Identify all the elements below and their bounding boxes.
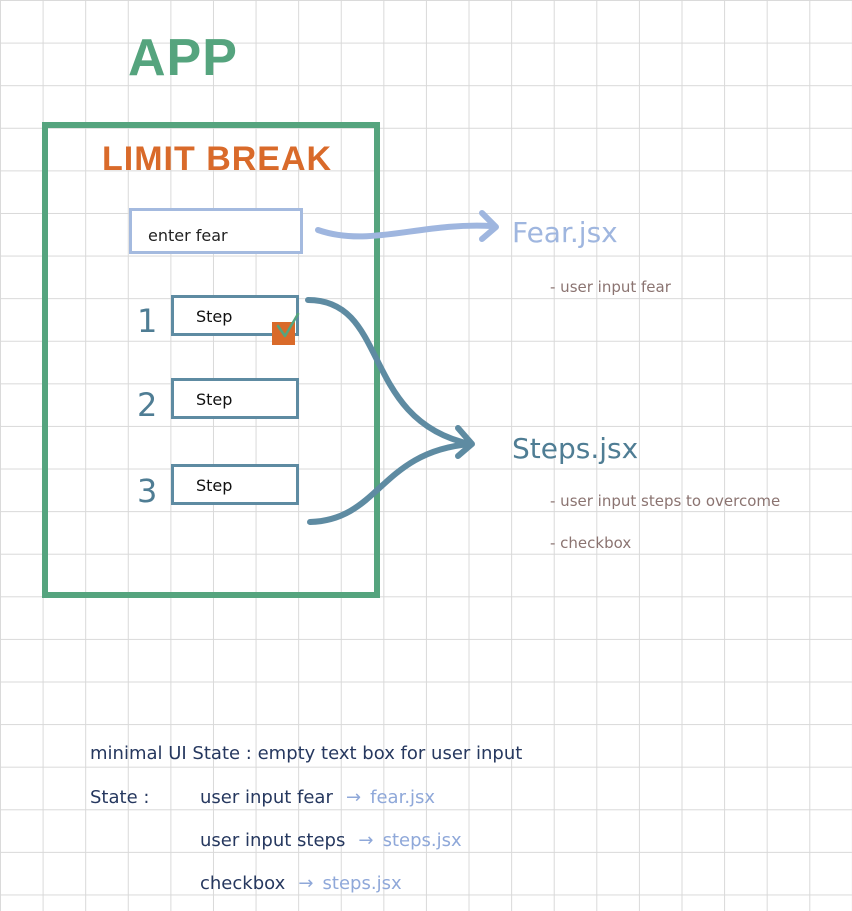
fear-input-placeholder: enter fear — [148, 226, 228, 245]
steps-component-name: Steps.jsx — [512, 432, 639, 465]
state-line-3-arrow: → — [298, 873, 314, 894]
app-label: APP — [128, 29, 238, 87]
state-line-2: user input steps → steps.jsx — [200, 830, 462, 851]
steps-arrow-lower — [307, 441, 473, 525]
state-line-3: checkbox → steps.jsx — [200, 873, 402, 894]
step-label-3: Step — [196, 476, 233, 495]
step-number-2: 2 — [137, 386, 158, 424]
state-line-1-target: fear.jsx — [370, 787, 436, 808]
minimal-ui-state: minimal UI State : empty text box for us… — [90, 743, 523, 764]
fear-note-1: - user input fear — [550, 278, 671, 296]
step-input-3[interactable]: Step — [171, 464, 299, 505]
step-number-1: 1 — [137, 302, 158, 340]
step-label-1: Step — [196, 307, 233, 326]
state-line-3-target: steps.jsx — [322, 873, 402, 894]
step-input-2[interactable]: Step — [171, 378, 299, 419]
state-line-2-text: user input steps — [200, 830, 346, 851]
fear-component-name: Fear.jsx — [512, 216, 618, 249]
fear-arrowhead — [479, 210, 499, 242]
state-line-1-arrow: → — [345, 787, 362, 808]
state-label: State : — [90, 787, 150, 808]
fear-input[interactable]: enter fear — [129, 208, 303, 254]
fear-arrow — [315, 222, 495, 240]
steps-arrowhead — [455, 425, 475, 459]
state-line-2-arrow: → — [358, 830, 374, 851]
steps-arrow-upper — [305, 297, 473, 447]
steps-note-1: - user input steps to overcome — [550, 492, 781, 510]
app-title: LIMIT BREAK — [102, 140, 333, 178]
check-icon — [276, 312, 300, 338]
state-line-3-text: checkbox — [200, 873, 286, 894]
step-number-3: 3 — [137, 472, 158, 510]
step-label-2: Step — [196, 390, 233, 409]
state-line-2-target: steps.jsx — [382, 830, 462, 851]
state-line-1-text: user input fear — [200, 787, 333, 808]
state-line-1: user input fear → fear.jsx — [200, 787, 435, 808]
steps-note-2: - checkbox — [550, 534, 632, 552]
